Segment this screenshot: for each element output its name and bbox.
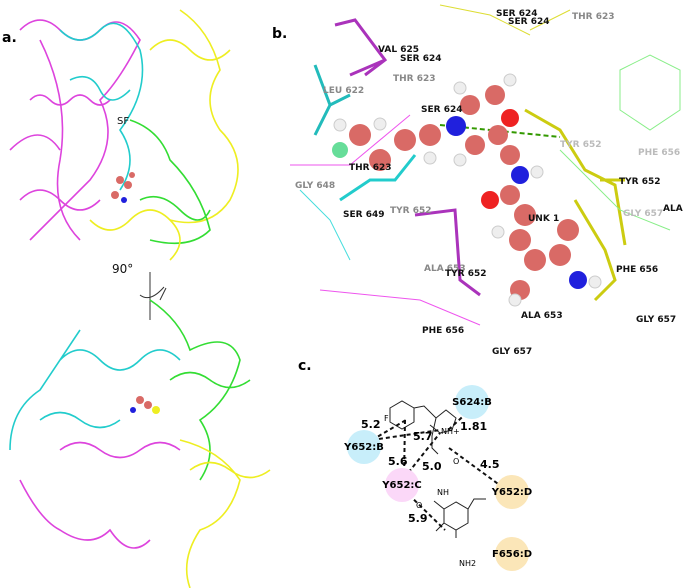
rotation-label: 90° [112, 262, 134, 276]
residue-label: PHE 656 [422, 326, 465, 336]
residue-label: GLY 657 [636, 315, 677, 325]
residue-label: S624:B [452, 396, 492, 408]
residue-label: TYR 652 [445, 269, 487, 279]
residue-s624-b: S624:B [452, 385, 492, 419]
panel-c-label: c. [298, 358, 312, 374]
residue-label: Y652:D [491, 486, 533, 498]
selectivity-filter-label: SF [117, 116, 130, 127]
residue-label: SER 624 [508, 17, 550, 27]
distance-label: 5.6 [388, 455, 408, 468]
atom-label: NH [437, 488, 449, 497]
panel-b-residue-lines [290, 4, 681, 326]
residue-label: VAL 625 [378, 45, 419, 55]
residue-label: F656:D [492, 548, 533, 560]
residue-label: UNK 1 [528, 214, 560, 224]
residue-label: TYR 652 [619, 177, 661, 187]
residue-label: PHE 656 [616, 265, 659, 275]
panel-a-bottom-ligand [130, 396, 160, 414]
panel-b-label: b. [272, 26, 288, 42]
residue-label: TYR 652 [560, 140, 602, 150]
residue-label: SER 624 [421, 105, 463, 115]
atom-label: O [416, 501, 423, 510]
residue-label: TYR 652 [390, 206, 432, 216]
atom-label: NH+ [441, 427, 460, 436]
panel-a-top-ribbons [9, 9, 239, 261]
residue-y652-d: Y652:D [491, 475, 533, 509]
residue-label: LEU 622 [323, 86, 365, 96]
panel-a-label: a. [2, 30, 17, 46]
residue-f656-d: F656:D [492, 537, 533, 571]
distance-label: 4.5 [480, 458, 500, 471]
residue-label: GLY 648 [295, 181, 336, 191]
distance-label: 5.7 [413, 430, 433, 443]
residue-y652-b: Y652:B [344, 430, 384, 464]
residue-label: GLY 657 [492, 347, 533, 357]
panel-a-bottom-ribbons [9, 299, 271, 588]
panel-b-ligand [332, 73, 602, 307]
distance-label: 1.81 [460, 420, 488, 433]
atom-label: F [384, 414, 389, 423]
residue-label: THR 623 [349, 163, 392, 173]
panel-a-top-ligand [111, 172, 135, 203]
residue-label: SER 624 [400, 54, 442, 64]
residue-label: ALA 653 [521, 311, 563, 321]
panel-b-residue-sticks [313, 18, 627, 302]
residue-y652-c: Y652:C [382, 468, 422, 502]
residue-label: SER 649 [343, 210, 385, 220]
residue-label: Y652:C [382, 479, 422, 491]
residue-label: THR 623 [393, 74, 436, 84]
distance-label: 5.9 [408, 512, 428, 525]
residue-label: SER 624 [496, 9, 538, 19]
atom-label: O [453, 457, 460, 466]
residue-label: ALA 653 [424, 264, 466, 274]
residue-label: GLY 657 [623, 209, 664, 219]
residue-label: ALA [663, 204, 683, 214]
distance-label: 5.0 [422, 460, 442, 473]
distance-label: 5.2 [361, 418, 381, 431]
residue-label: THR 623 [572, 12, 615, 22]
residue-label: Y652:B [344, 441, 384, 453]
rotation-arrow-icon [139, 272, 167, 320]
residue-label: PHE 656 [638, 148, 681, 158]
atom-label: NH2 [459, 559, 477, 568]
